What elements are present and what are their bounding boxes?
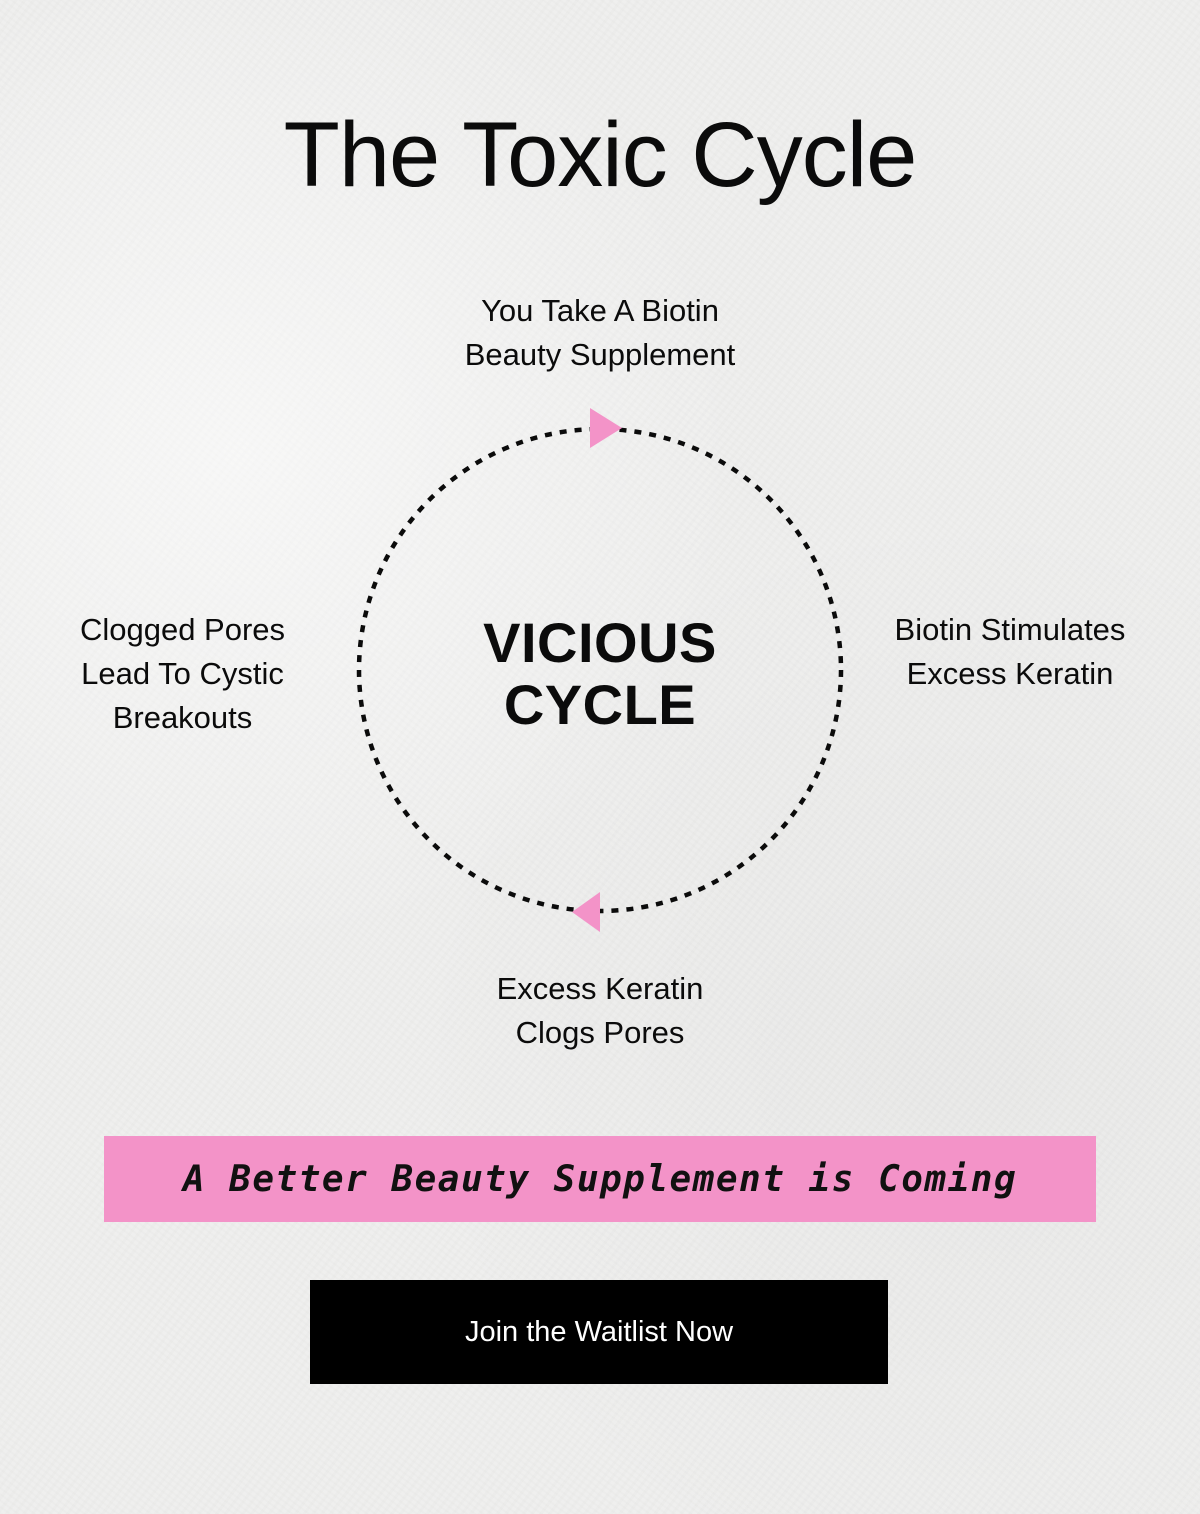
arrow-right-icon: [590, 408, 622, 448]
cycle-step-left: Clogged Pores Lead To Cystic Breakouts: [79, 612, 286, 735]
cycle-diagram: [356, 408, 844, 932]
coming-soon-banner: A Better Beauty Supplement is Coming: [104, 1136, 1096, 1222]
cycle-step-right: Biotin Stimulates Excess Keratin: [894, 612, 1126, 691]
banner-text: A Better Beauty Supplement is Coming: [182, 1158, 1018, 1200]
cycle-step-bottom: Excess Keratin Clogs Pores: [496, 971, 704, 1050]
center-label: VICIOUS CYCLE: [483, 611, 717, 736]
page-title: The Toxic Cycle: [283, 104, 918, 206]
arrow-left-icon: [572, 892, 600, 932]
join-waitlist-button[interactable]: Join the Waitlist Now: [310, 1280, 888, 1384]
cycle-step-top: You Take A Biotin Beauty Supplement: [464, 293, 736, 372]
